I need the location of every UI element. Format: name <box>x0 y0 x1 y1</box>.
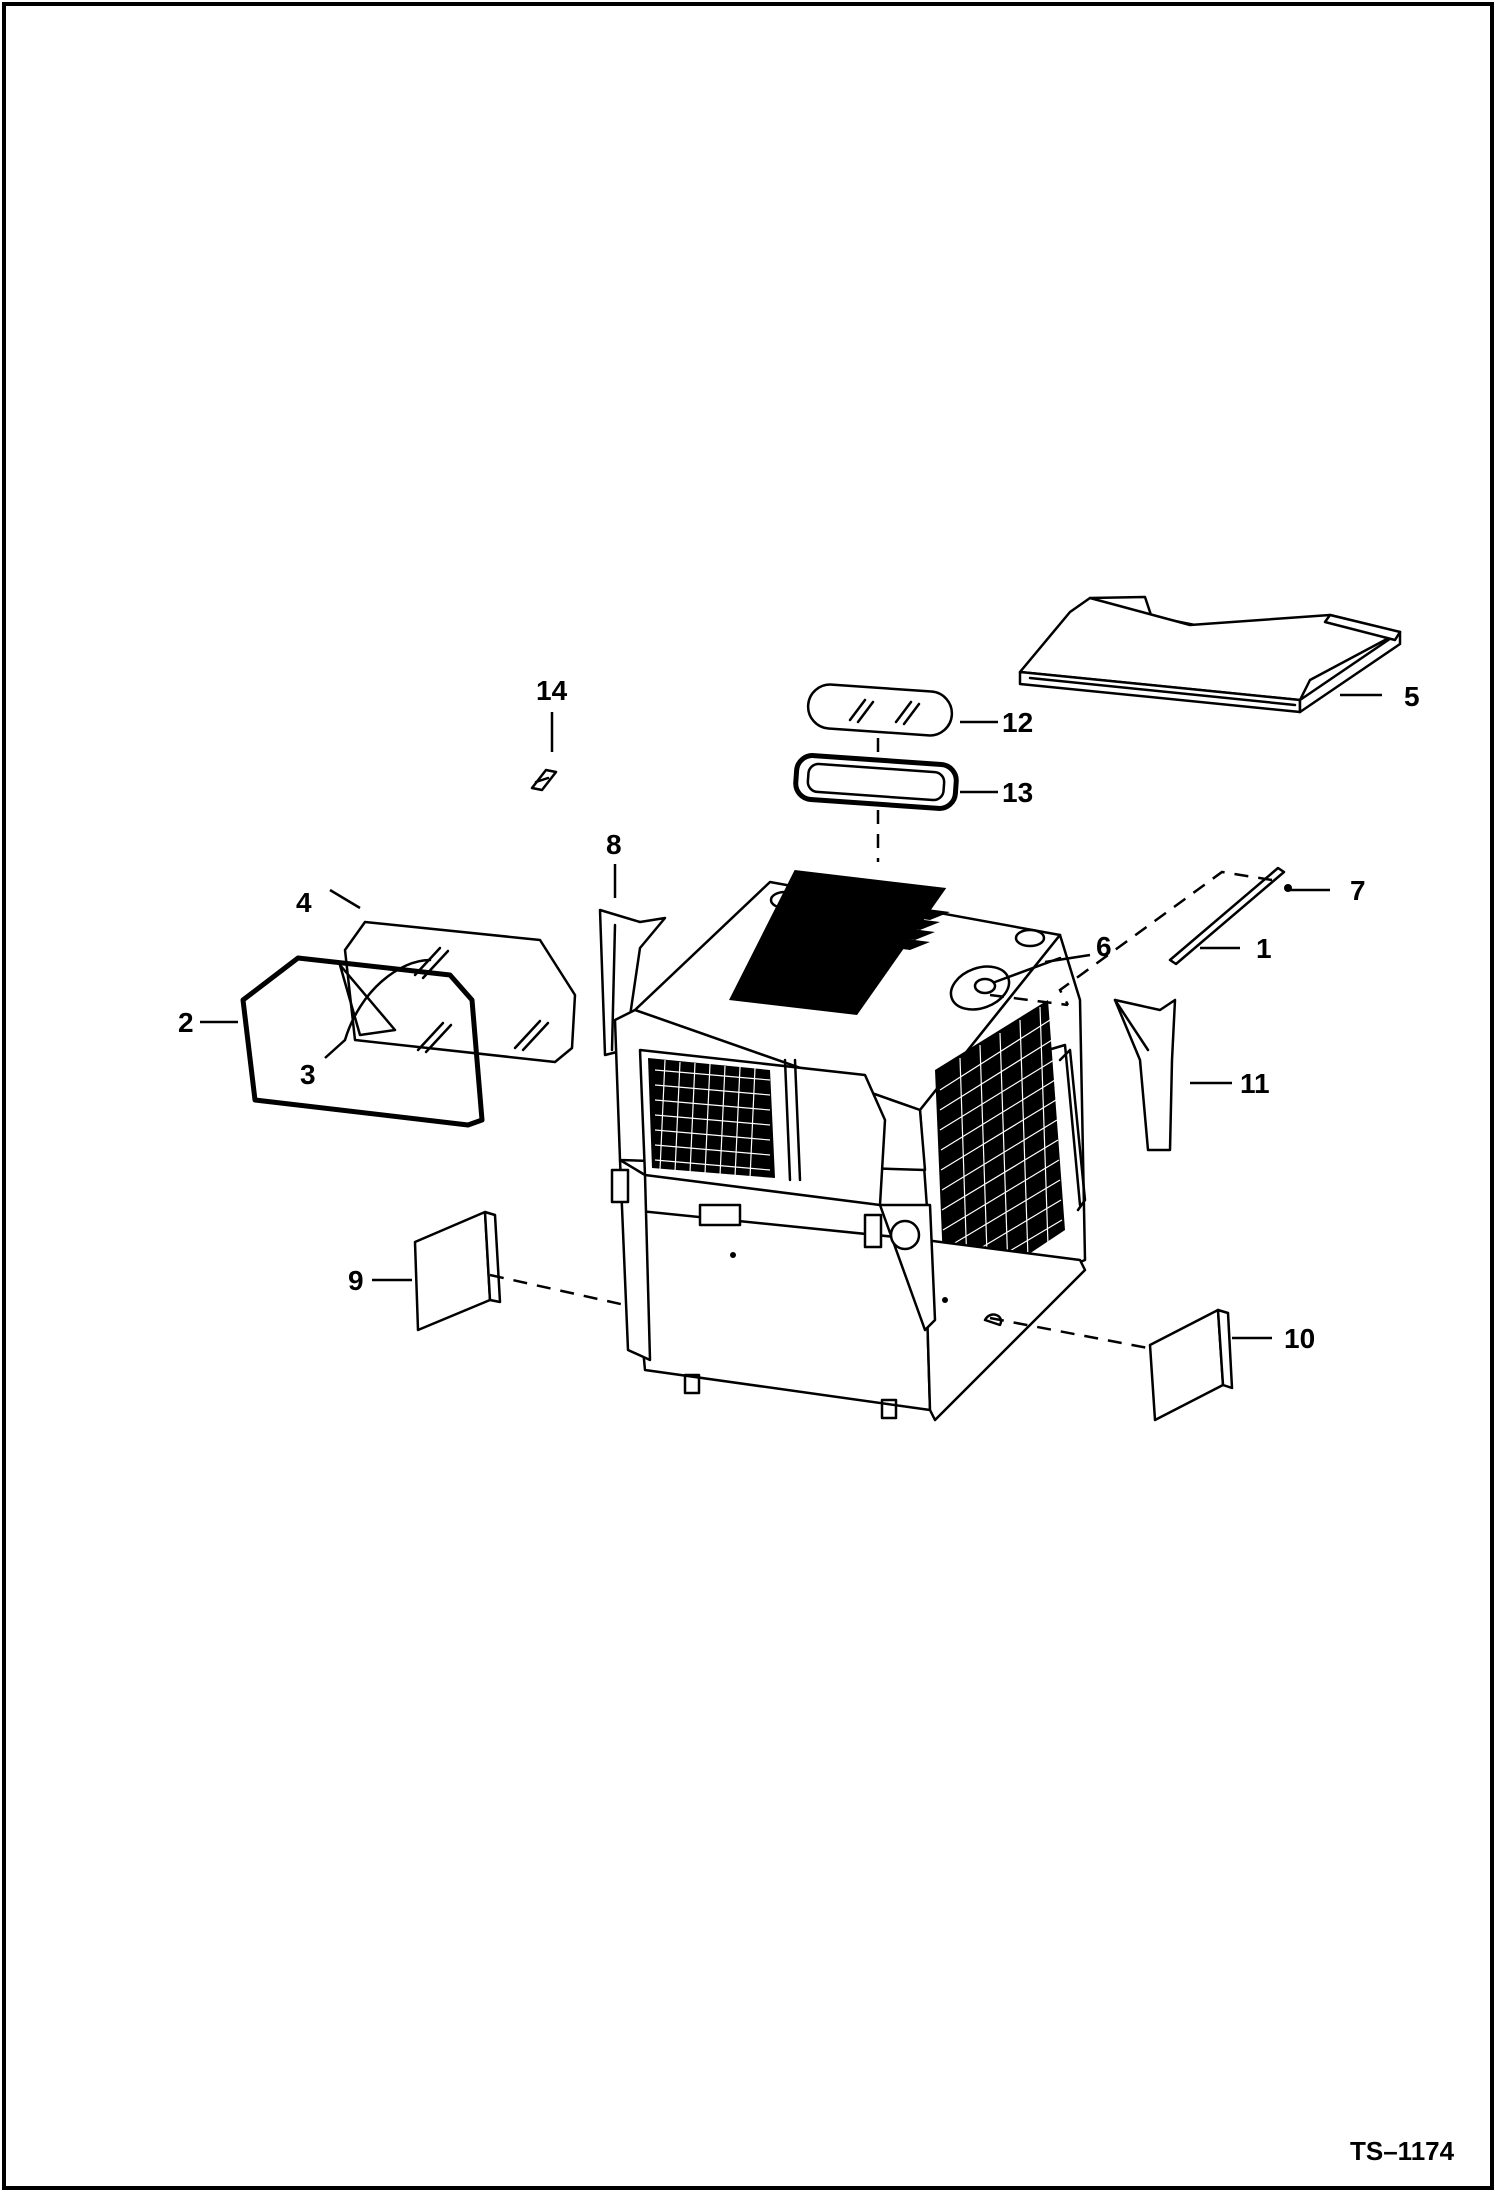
front-mesh <box>648 1058 775 1179</box>
part-14-clip <box>530 768 558 792</box>
leader-lines <box>200 693 1382 1340</box>
part-12-roof-glass <box>806 683 954 737</box>
part-5-roof-panel <box>1018 595 1402 714</box>
part-10-lower-panel <box>1148 1308 1234 1422</box>
cab-body <box>610 870 1087 1422</box>
callout-4: 4 <box>296 887 312 918</box>
callout-5: 5 <box>1404 681 1420 712</box>
callout-1: 1 <box>1256 933 1272 964</box>
callout-11: 11 <box>1240 1068 1270 1099</box>
part-11-right-trim <box>1113 998 1177 1152</box>
callout-12: 12 <box>1002 707 1033 738</box>
callout-3: 3 <box>300 1059 316 1090</box>
part-2-side-seal <box>240 955 485 1128</box>
side-mesh <box>935 1000 1065 1310</box>
part-9-lower-panel <box>413 1210 502 1332</box>
callout-2: 2 <box>178 1007 194 1038</box>
callout-10: 10 <box>1284 1323 1315 1354</box>
callout-8: 8 <box>606 829 622 860</box>
part-4-side-glass <box>343 920 577 1064</box>
part-3-latch <box>338 958 432 1042</box>
callout-6: 6 <box>1096 931 1112 962</box>
callout-14: 14 <box>536 675 568 706</box>
part-13-roof-seal <box>793 753 959 811</box>
callout-7: 7 <box>1350 875 1366 906</box>
reference-code: TS–1174 <box>1350 2136 1455 2166</box>
callout-13: 13 <box>1002 777 1033 808</box>
part-1-strip <box>1168 866 1286 966</box>
callout-9: 9 <box>348 1265 364 1296</box>
callouts: 14 4 2 3 8 12 13 5 7 6 1 11 9 10 TS–1174 <box>178 675 1455 2166</box>
